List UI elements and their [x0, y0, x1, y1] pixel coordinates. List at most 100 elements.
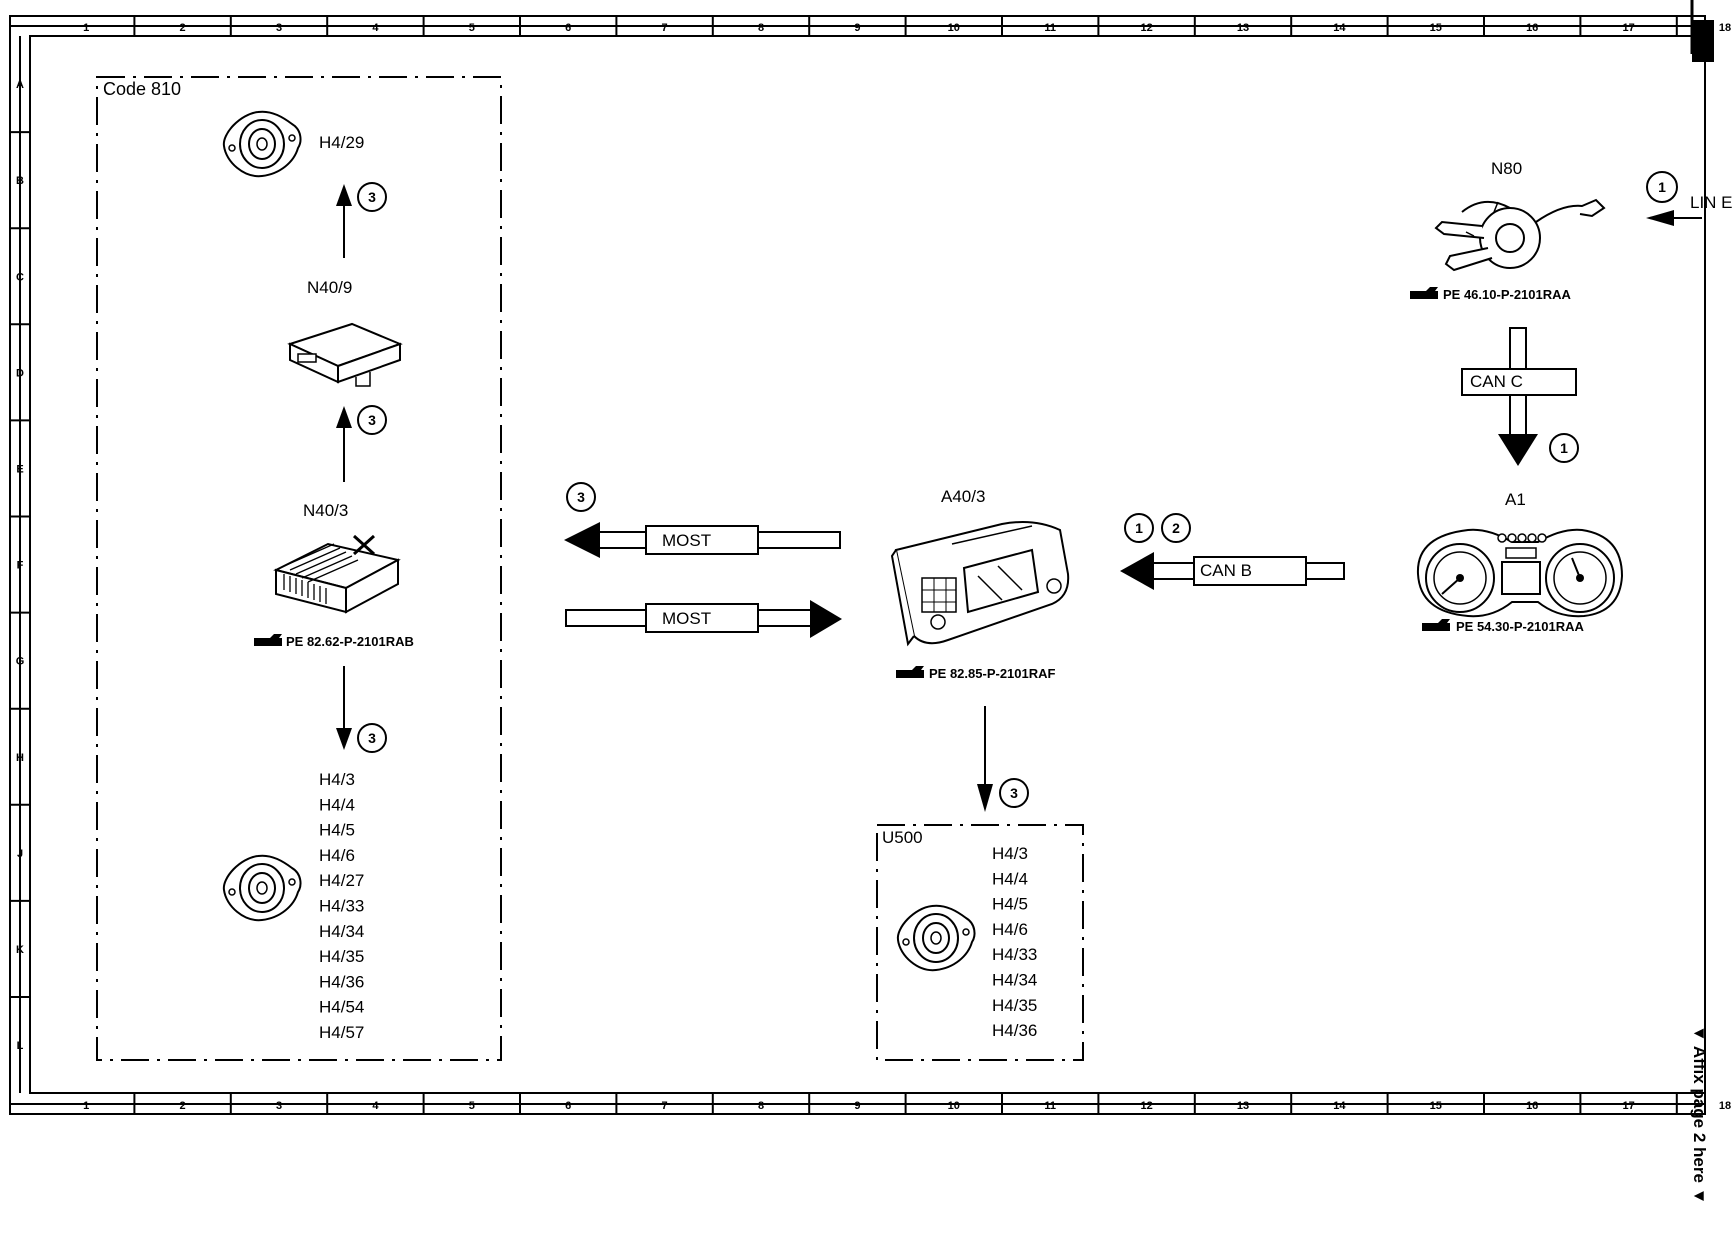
speaker-label: H4/57 [319, 1023, 364, 1042]
column-label-bottom: 5 [469, 1100, 475, 1112]
can-b-bus: CAN B [1120, 552, 1345, 590]
column-label-bottom: 18 [1719, 1100, 1731, 1112]
most-bus-in-label: MOST [662, 609, 711, 628]
svg-text:1: 1 [1135, 520, 1143, 536]
row-label: B [16, 175, 24, 187]
ref-n40-3: PE 82.62-P-2101RAB [254, 634, 414, 649]
column-label-top: 16 [1526, 22, 1538, 34]
code810-title: Code 810 [103, 79, 181, 99]
n40-3-amplifier-icon [273, 534, 401, 614]
svg-text:2: 2 [1172, 520, 1180, 536]
column-label-top: 2 [180, 22, 186, 34]
speaker-label: H4/5 [992, 895, 1028, 914]
row-label: C [16, 271, 24, 283]
can-b-label: CAN B [1200, 561, 1252, 580]
speaker-label: H4/33 [992, 945, 1037, 964]
marker-3-c: 3 [357, 723, 387, 753]
column-label-bottom: 9 [854, 1100, 860, 1112]
ref-n80: PE 46.10-P-2101RAA [1410, 287, 1572, 302]
column-label-top: 6 [565, 22, 571, 34]
column-label-top: 8 [758, 22, 764, 34]
row-label: K [16, 944, 24, 956]
column-label-bottom: 15 [1430, 1100, 1442, 1112]
marker-3-d: 3 [999, 778, 1029, 808]
reference-pointer-icon [1410, 287, 1438, 299]
lin-e-label: LIN E [1690, 193, 1732, 212]
speaker-label: H4/5 [319, 821, 355, 840]
can-c-label: CAN C [1470, 372, 1523, 391]
speaker-label: H4/4 [319, 795, 355, 814]
speaker-label: H4/36 [319, 972, 364, 991]
column-label-top: 14 [1333, 22, 1346, 34]
speaker-label: H4/35 [319, 947, 364, 966]
column-label-bottom: 12 [1140, 1100, 1152, 1112]
speaker-label: H4/34 [992, 971, 1037, 990]
marker-3-a: 3 [357, 182, 387, 212]
column-label-top: 9 [854, 22, 860, 34]
row-label: A [16, 79, 24, 91]
n80-steering-module-icon [1434, 198, 1606, 272]
most-bus-out-label: MOST [662, 531, 711, 550]
column-label-top: 13 [1237, 22, 1249, 34]
reference-pointer-icon [896, 666, 924, 678]
most-bus-in: MOST [565, 600, 842, 638]
svg-text:1: 1 [1658, 179, 1666, 195]
a1-label: A1 [1505, 490, 1526, 509]
affix-note: ▼ Affix page 2 here ▼ [1690, 1025, 1709, 1204]
svg-text:3: 3 [368, 412, 376, 428]
code810-box [96, 76, 502, 1061]
column-label-bottom: 13 [1237, 1100, 1249, 1112]
speaker-label: H4/6 [992, 920, 1028, 939]
row-label: H [16, 752, 24, 764]
ref-a1: PE 54.30-P-2101RAA [1422, 619, 1585, 634]
svg-text:3: 3 [368, 189, 376, 205]
column-label-bottom: 16 [1526, 1100, 1538, 1112]
marker-2-can-b: 2 [1161, 513, 1191, 543]
ref-a40-3: PE 82.85-P-2101RAF [896, 666, 1056, 681]
speaker-h4-29-icon [222, 110, 302, 178]
code810-speaker-list: H4/3H4/4H4/5H4/6H4/27H4/33H4/34H4/35H4/3… [319, 770, 364, 1042]
column-label-bottom: 17 [1622, 1100, 1634, 1112]
speaker-label: H4/4 [992, 869, 1028, 888]
speaker-label: H4/3 [992, 844, 1028, 863]
marker-3-b: 3 [357, 405, 387, 435]
speaker-label: H4/3 [319, 770, 355, 789]
speaker-label: H4/27 [319, 871, 364, 890]
arrow-head-up-2 [336, 406, 352, 428]
column-label-bottom: 3 [276, 1100, 282, 1112]
marker-1-lin: 1 [1646, 171, 1678, 203]
frame [9, 15, 1706, 1115]
arrow-head-down-2 [977, 784, 993, 812]
svg-text:PE 82.85-P-2101RAF: PE 82.85-P-2101RAF [929, 666, 1056, 681]
lin-e-bus: LIN E [1646, 193, 1732, 226]
column-label-bottom: 8 [758, 1100, 764, 1112]
n40-9-module-icon [287, 322, 403, 387]
marker-3-most: 3 [566, 482, 596, 512]
most-bus-out: MOST [564, 522, 841, 558]
column-label-top: 4 [372, 22, 379, 34]
arrow-head-up-1 [336, 184, 352, 206]
column-label-top: 11 [1044, 22, 1056, 34]
svg-text:PE 54.30-P-2101RAA: PE 54.30-P-2101RAA [1456, 619, 1585, 634]
speaker-label: H4/6 [319, 846, 355, 865]
u500-box [876, 824, 1084, 1061]
a40-3-label: A40/3 [941, 487, 985, 506]
reference-pointer-icon [254, 634, 282, 646]
speaker-label: H4/54 [319, 998, 364, 1017]
column-label-top: 7 [662, 22, 668, 34]
column-label-top: 10 [948, 22, 960, 34]
a1-instrument-cluster-icon [1416, 528, 1624, 618]
column-label-top: 5 [469, 22, 475, 34]
svg-text:3: 3 [368, 730, 376, 746]
column-label-bottom: 10 [948, 1100, 960, 1112]
column-label-top: 3 [276, 22, 282, 34]
marker-1-can-c: 1 [1549, 433, 1579, 463]
n40-9-label: N40/9 [307, 278, 352, 297]
marker-1-can-b: 1 [1124, 513, 1154, 543]
column-label-bottom: 2 [180, 1100, 186, 1112]
u500-title: U500 [882, 828, 923, 847]
